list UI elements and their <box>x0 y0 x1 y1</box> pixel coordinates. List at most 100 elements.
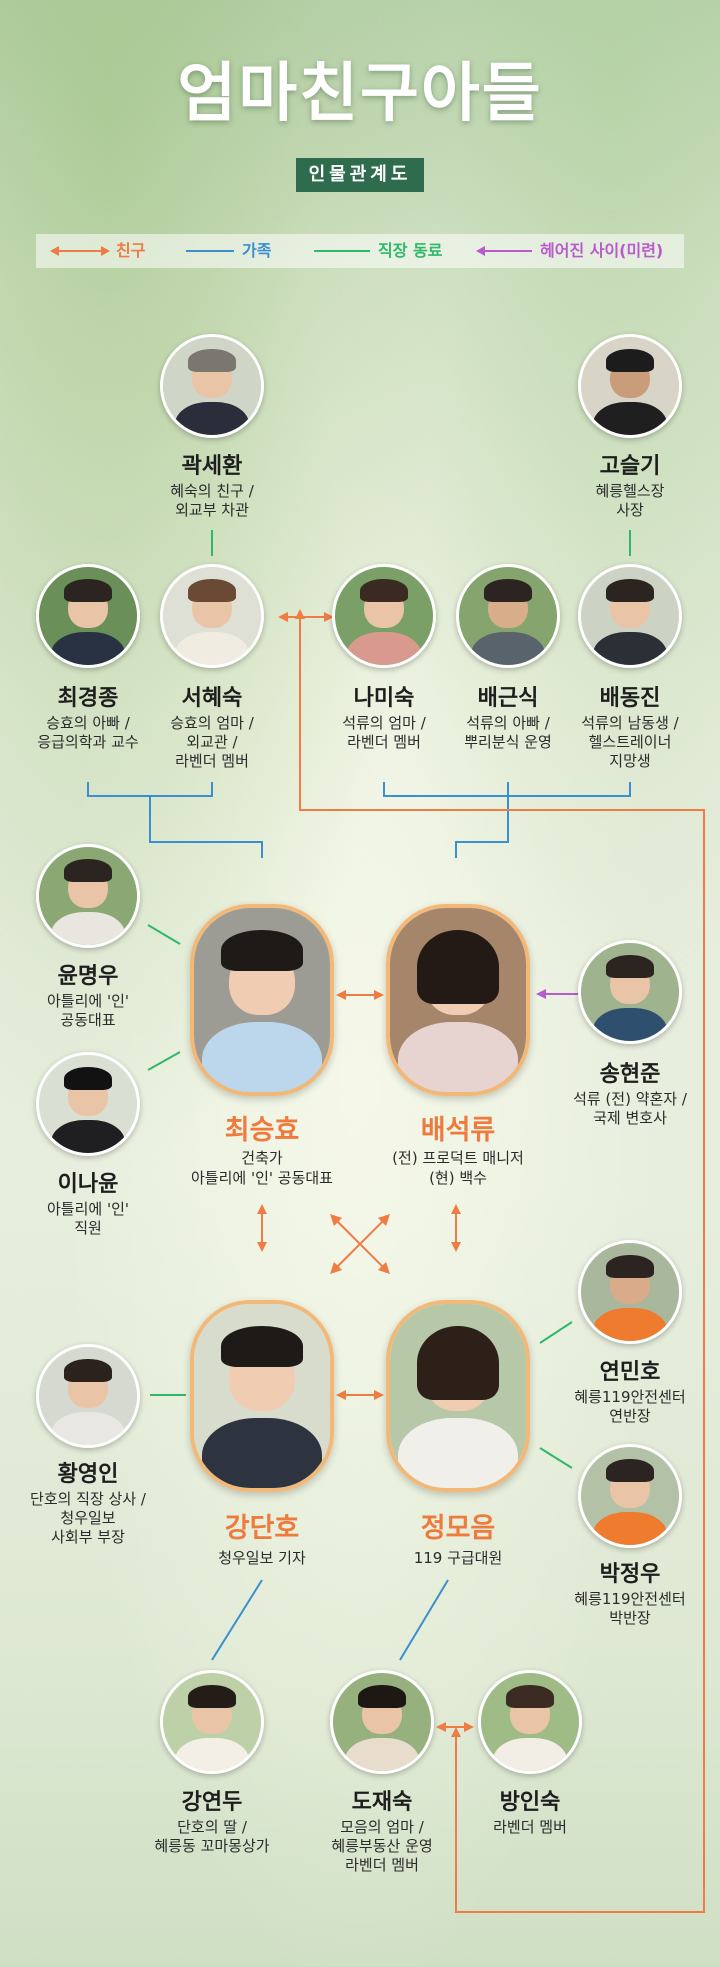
name-kang-danho: 강단호 <box>224 1513 300 1544</box>
arrowhead <box>336 1390 346 1400</box>
arrowhead <box>324 612 334 622</box>
name-yoon-myeongwoo: 윤명우 <box>57 964 119 989</box>
desc-song-hyeonjun: 석류 (전) 약혼자 / 국제 변호사 <box>573 1090 687 1127</box>
line-coworker-park <box>539 1447 573 1469</box>
portrait-go-seulgi <box>578 334 682 438</box>
portrait-kang-danho <box>190 1300 334 1492</box>
portrait-bae-seokryu <box>386 904 530 1096</box>
legend-item-ex: 헤어진 사이(미련) <box>476 234 681 268</box>
portrait-jung-moeum <box>386 1300 530 1492</box>
page-title: 엄마친구아들 <box>177 57 543 131</box>
desc-go-seulgi: 혜릉헬스장 사장 <box>595 482 665 519</box>
arrowhead <box>464 1722 474 1732</box>
arrowhead <box>374 1390 384 1400</box>
desc-bae-geunsik: 석류의 아빠 / 뿌리분식 운영 <box>464 714 552 751</box>
line-friend-lavender-loop <box>299 617 705 1913</box>
line-coworker-yeon <box>539 1321 573 1344</box>
name-yeon-minho: 연민호 <box>599 1360 661 1385</box>
legend-label-friend: 친구 <box>116 241 146 260</box>
name-do-jaesook: 도재숙 <box>351 1790 413 1815</box>
legend-label-coworker: 직장 동료 <box>378 241 443 260</box>
legend-item-family: 가족 <box>186 234 296 268</box>
desc-na-misook: 석류의 엄마 / 라벤더 멤버 <box>342 714 426 751</box>
desc-kang-yeondu: 단호의 딸 / 혜릉동 꼬마몽상가 <box>154 1818 270 1855</box>
desc-choi-seunghyo: 건축가 아틀리에 '인' 공동대표 <box>191 1149 333 1187</box>
name-park-jeongwoo: 박정우 <box>599 1562 661 1587</box>
portrait-bae-dongjin <box>578 564 682 668</box>
name-na-misook: 나미숙 <box>353 686 415 711</box>
portrait-na-misook <box>332 564 436 668</box>
desc-bae-dongjin: 석류의 남동생 / 헬스트레이너 지망생 <box>581 714 679 770</box>
arrow-left-icon <box>476 246 532 256</box>
arrowhead <box>436 1722 446 1732</box>
portrait-choi-seunghyo <box>190 904 334 1096</box>
arrowhead <box>330 1214 342 1226</box>
arrowhead <box>295 609 305 619</box>
name-choi-seunghyo: 최승효 <box>224 1115 300 1146</box>
name-gwak-sehwan: 곽세환 <box>181 454 243 479</box>
double-arrow-icon <box>50 246 110 256</box>
name-seo-hyesook: 서혜숙 <box>181 686 243 711</box>
portrait-park-jeongwoo <box>578 1444 682 1548</box>
name-bae-seokryu: 배석류 <box>420 1115 496 1146</box>
arrowhead <box>330 1262 342 1274</box>
desc-lee-nayoon: 아틀리에 '인' 직원 <box>46 1200 129 1237</box>
desc-hwang-yeongin: 단호의 직장 상사 / 청우일보 사회부 부장 <box>30 1490 146 1546</box>
desc-seo-hyesook: 승효의 엄마 / 외교관 / 라벤더 멤버 <box>170 714 254 770</box>
portrait-do-jaesook <box>330 1670 434 1774</box>
arrowhead <box>378 1262 390 1274</box>
arrowhead <box>374 990 384 1000</box>
portrait-lee-nayoon <box>36 1052 140 1156</box>
legend-label-ex: 헤어진 사이(미련) <box>540 241 664 260</box>
line-icon <box>186 250 234 252</box>
line-coworker-lee <box>147 1051 181 1071</box>
portrait-gwak-sehwan <box>160 334 264 438</box>
desc-kang-danho: 청우일보 기자 <box>218 1549 306 1567</box>
arrowhead <box>336 990 346 1000</box>
desc-park-jeongwoo: 혜릉119안전센터 박반장 <box>574 1590 686 1627</box>
name-jung-moeum: 정모음 <box>420 1513 496 1544</box>
portrait-seo-hyesook <box>160 564 264 668</box>
line-family-dh-yd <box>211 1579 263 1661</box>
name-bang-insook: 방인숙 <box>499 1790 561 1815</box>
arrowhead <box>278 612 288 622</box>
name-kang-yeondu: 강연두 <box>181 1790 243 1815</box>
portrait-song-hyeonjun <box>578 940 682 1044</box>
arrowhead <box>536 989 546 999</box>
arrowhead <box>378 1214 390 1226</box>
line-family-choi-down <box>149 796 263 858</box>
line-family-me-js <box>399 1579 449 1661</box>
portrait-hwang-yeongin <box>36 1344 140 1448</box>
name-go-seulgi: 고슬기 <box>599 454 661 479</box>
desc-yoon-myeongwoo: 아틀리에 '인' 공동대표 <box>46 992 129 1029</box>
desc-gwak-sehwan: 혜숙의 친구 / 외교부 차관 <box>170 482 254 519</box>
legend: 친구 가족 직장 동료 헤어진 사이(미련) <box>36 234 684 268</box>
line-family-bae-down <box>455 796 509 858</box>
legend-item-coworker: 직장 동료 <box>314 234 454 268</box>
portrait-yeon-minho <box>578 1240 682 1344</box>
name-hwang-yeongin: 황영인 <box>57 1462 119 1487</box>
desc-do-jaesook: 모음의 엄마 / 혜릉부동산 운영 라벤더 멤버 <box>331 1818 433 1874</box>
arrowhead <box>451 1204 461 1214</box>
desc-bang-insook: 라벤더 멤버 <box>493 1818 567 1836</box>
portrait-kang-yeondu <box>160 1670 264 1774</box>
name-song-hyeonjun: 송현준 <box>599 1062 661 1087</box>
name-lee-nayoon: 이나윤 <box>57 1172 119 1197</box>
line-friend-cross-2 <box>335 1219 385 1269</box>
name-choi-gyeongjong: 최경종 <box>57 686 119 711</box>
portrait-yoon-myeongwoo <box>36 844 140 948</box>
line-family-choi <box>87 782 213 797</box>
legend-item-friend: 친구 <box>50 234 160 268</box>
desc-jung-moeum: 119 구급대원 <box>413 1549 503 1567</box>
desc-choi-gyeongjong: 승효의 아빠 / 응급의학과 교수 <box>37 714 139 751</box>
page-subtitle: 인물관계도 <box>296 158 424 192</box>
portrait-bang-insook <box>478 1670 582 1774</box>
name-bae-geunsik: 배근식 <box>477 686 539 711</box>
desc-bae-seokryu: (전) 프로덕트 매니저 (현) 백수 <box>392 1149 524 1187</box>
portrait-choi-gyeongjong <box>36 564 140 668</box>
legend-label-family: 가족 <box>242 241 272 260</box>
desc-yeon-minho: 혜릉119안전센터 연반장 <box>574 1388 686 1425</box>
portrait-bae-geunsik <box>456 564 560 668</box>
line-coworker-yoon <box>147 924 181 945</box>
arrowhead <box>257 1242 267 1252</box>
